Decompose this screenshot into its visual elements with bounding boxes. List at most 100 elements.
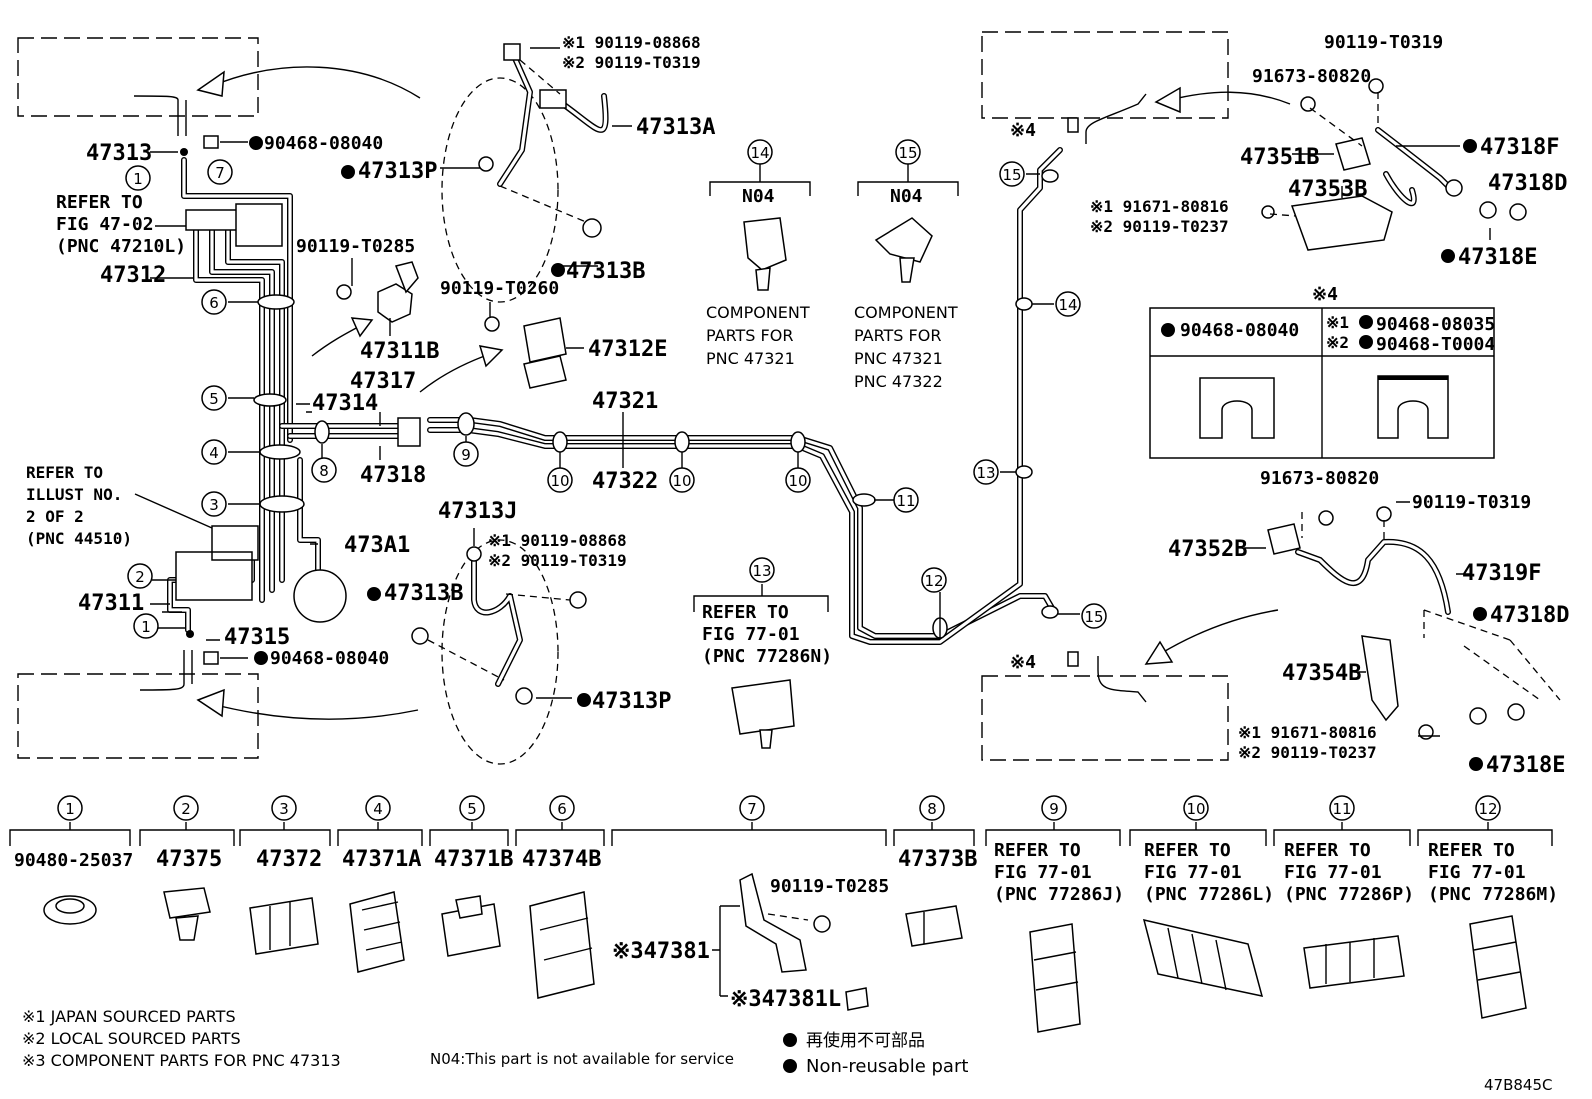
clamp-14: [1015, 297, 1033, 311]
svg-text:7: 7: [747, 800, 757, 818]
label-47318E-bot: 47318E: [1486, 753, 1565, 778]
circle-num-1-bot: 1: [133, 613, 159, 639]
legend-note2: ※2 LOCAL SOURCED PARTS: [22, 1029, 241, 1048]
circle-num-b1: 1: [57, 795, 83, 821]
circle-num-13: 13: [973, 459, 999, 485]
grommet-bottom: [139, 650, 193, 691]
label-b12-2: FIG 77-01: [1428, 862, 1526, 883]
label-47318E-top: 47318E: [1458, 245, 1537, 270]
circle-num-b6: 6: [549, 795, 575, 821]
label-b4: 47371A: [342, 847, 421, 872]
label-top-bolt-2: ※2 90119-T0319: [562, 53, 701, 72]
legend-n04-note: N04:This part is not available for servi…: [430, 1050, 734, 1068]
label-b2: 47375: [156, 847, 222, 872]
arrow-top-left: [196, 66, 421, 99]
clamp-icon-12: [1469, 915, 1527, 1019]
label-b7-sub3: ※347381L: [730, 987, 841, 1012]
nonreuse-markers: [249, 136, 1487, 771]
label-r-90119-T0319-top: 90119-T0319: [1324, 32, 1443, 53]
label-b12-3: (PNC 77286M): [1428, 884, 1558, 905]
arrow-bottom-left: [196, 688, 419, 720]
svg-text:11: 11: [896, 492, 915, 510]
svg-text:12: 12: [924, 572, 943, 590]
circle-num-2: 2: [127, 563, 153, 589]
svg-text:5: 5: [209, 390, 219, 408]
label-47312: 47312: [100, 263, 166, 288]
vehicle-outline-top-left: [17, 37, 259, 117]
svg-text:8: 8: [319, 462, 329, 480]
circled-numbers: 1 7 6 5 4 3 2 1 8 9 10 10 10 11 12 13 14…: [57, 139, 1501, 821]
clamp-15-top: [1041, 169, 1059, 183]
label-47313P-bot: 47313P: [592, 689, 671, 714]
labels-center: ※1 90119-08868 ※2 90119-T0319 47313A 473…: [358, 33, 958, 714]
svg-text:10: 10: [550, 472, 569, 490]
clamp-icon-11: [1303, 935, 1405, 989]
svg-text:6: 6: [209, 294, 219, 312]
label-90468-bot: 90468-08040: [270, 648, 389, 669]
legend-nonreuse-jp: 再使用不可部品: [806, 1030, 925, 1051]
circle-num-11: 11: [893, 487, 919, 513]
label-b7-sub1: 90119-T0285: [770, 876, 889, 897]
rear-right-tube-end: [1097, 656, 1147, 703]
label-47317: 47317: [350, 369, 416, 394]
circle-num-3: 3: [201, 491, 227, 517]
circle-num-15-group: 15: [895, 139, 921, 165]
label-mid-bolt-2: ※2 90119-T0319: [488, 551, 627, 570]
label-47313B-top: 47313B: [566, 259, 645, 284]
label-b11-2: FIG 77-01: [1284, 862, 1382, 883]
label-refer-left-1: REFER TO: [56, 192, 143, 213]
junction-block-body: [235, 203, 283, 247]
label-r-bolt2-bot: ※2 90119-T0237: [1238, 743, 1377, 762]
label-illust-4: (PNC 44510): [26, 529, 132, 548]
clip-90468-top: [203, 135, 219, 149]
svg-text:15: 15: [1084, 608, 1103, 626]
actuator-block: [175, 525, 259, 601]
brake-hose-47318F: [1261, 78, 1527, 251]
label-47321: 47321: [592, 389, 658, 414]
clamp-11: [852, 493, 876, 507]
circle-num-1-top: 1: [125, 165, 151, 191]
clamp-10a: [552, 431, 568, 453]
svg-text:15: 15: [898, 144, 917, 162]
clamp-15-bot: [1041, 605, 1059, 619]
label-47313P-top: 47313P: [358, 159, 437, 184]
svg-text:1: 1: [65, 800, 75, 818]
label-b9-2: FIG 77-01: [994, 862, 1092, 883]
clip-15-icon: [874, 217, 933, 283]
clamp-icon-6: [529, 891, 595, 999]
label-47318D-bot: 47318D: [1490, 603, 1569, 628]
label-box4-right1-pn: 90468-08035: [1376, 314, 1495, 335]
label-47313J: 47313J: [438, 499, 517, 524]
svg-text:9: 9: [461, 446, 471, 464]
circle-num-b2: 2: [173, 795, 199, 821]
svg-text:2: 2: [135, 568, 145, 586]
junction-block: [185, 209, 239, 231]
label-47315: 47315: [224, 625, 290, 650]
label-47314: 47314: [312, 391, 378, 416]
label-b10-3: (PNC 77286L): [1144, 884, 1274, 905]
label-c13-1: REFER TO: [702, 602, 789, 623]
circle-num-b5: 5: [459, 795, 485, 821]
label-box4-left: 90468-08040: [1180, 320, 1299, 341]
main-brake-tube: [427, 147, 1063, 645]
label-r-bolt2-top: ※2 90119-T0237: [1090, 217, 1229, 236]
svg-text:7: 7: [215, 164, 225, 182]
clip-icon-2: [163, 887, 211, 941]
label-top-bolt-1: ※1 90119-08868: [562, 33, 701, 52]
svg-text:4: 4: [373, 800, 383, 818]
bracket-47312E: [484, 316, 567, 389]
circle-num-b11: 11: [1329, 795, 1355, 821]
label-47318F: 47318F: [1480, 135, 1559, 160]
label-illust-3: 2 OF 2: [26, 507, 84, 526]
label-comp14-1: COMPONENT: [706, 303, 810, 322]
label-b11-3: (PNC 77286P): [1284, 884, 1414, 905]
label-473A1: 473A1: [344, 533, 410, 558]
arrow-top-right: [1154, 86, 1291, 114]
svg-text:5: 5: [467, 800, 477, 818]
label-comp15-1: COMPONENT: [854, 303, 958, 322]
svg-text:2: 2: [181, 800, 191, 818]
bracket-47311B: [336, 261, 419, 323]
circle-num-b7: 7: [739, 795, 765, 821]
svg-text:13: 13: [752, 562, 771, 580]
legend-note1: ※1 JAPAN SOURCED PARTS: [22, 1007, 236, 1026]
